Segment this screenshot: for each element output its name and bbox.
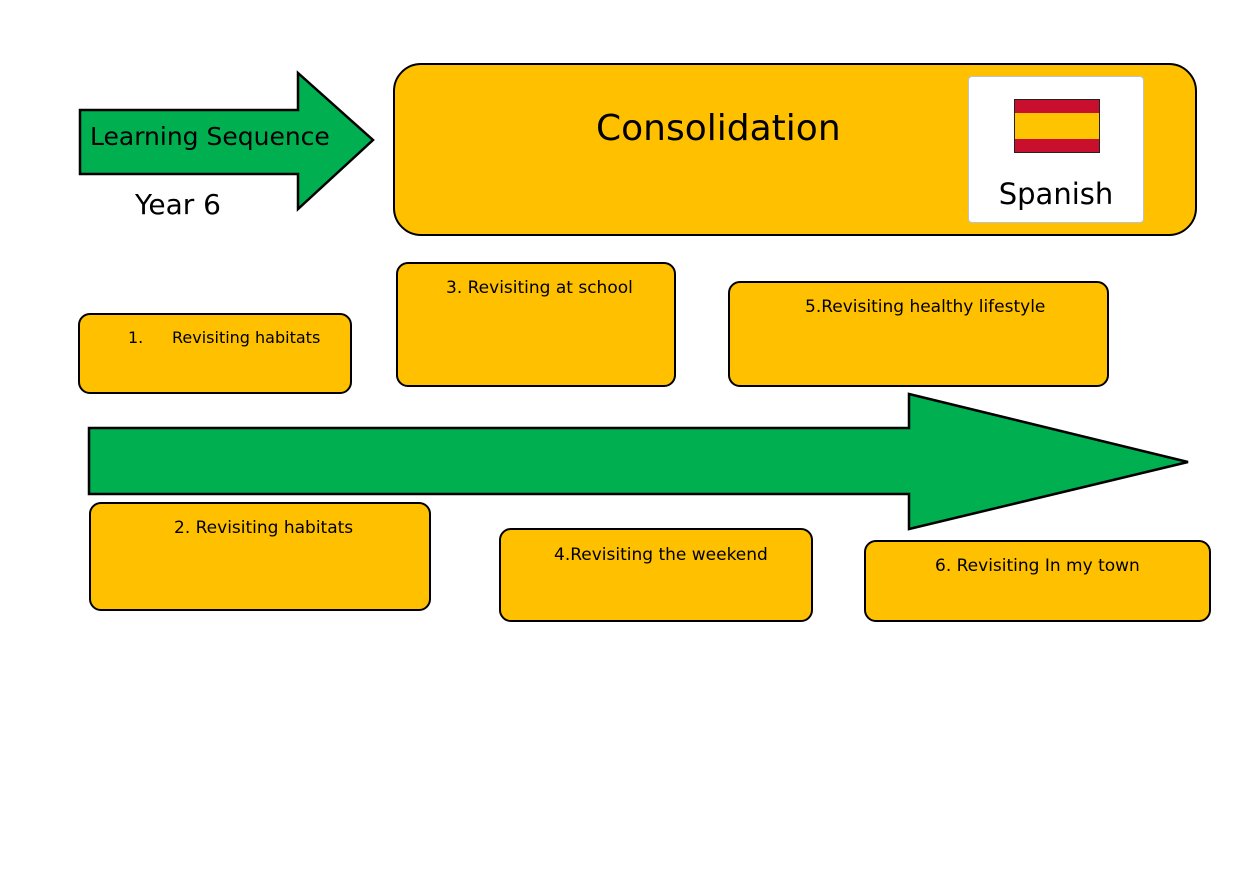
page-title: Consolidation (596, 108, 841, 149)
learning-sequence-label: Learning Sequence (90, 122, 330, 151)
lesson-1-number: 1. (128, 328, 144, 347)
spain-flag-icon (1014, 99, 1100, 153)
learning-sequence-arrow (78, 70, 375, 212)
lesson-box-1 (78, 313, 352, 394)
year-label: Year 6 (135, 188, 221, 221)
lesson-5-label: 5.Revisiting healthy lifestyle (805, 297, 1046, 317)
lesson-box-5 (728, 281, 1109, 387)
lesson-6-label: 6. Revisiting In my town (935, 556, 1140, 576)
lesson-box-2 (89, 502, 431, 611)
lesson-2-label: 2. Revisiting habitats (174, 518, 354, 538)
subject-card: Spanish (968, 76, 1144, 223)
timeline-arrow (87, 392, 1189, 531)
lesson-box-4 (499, 528, 813, 622)
lesson-box-6 (864, 540, 1211, 622)
lesson-3-label: 3. Revisiting at school (446, 278, 633, 298)
lesson-box-3 (396, 262, 676, 387)
lesson-1-label: Revisiting habitats (172, 328, 321, 347)
lesson-4-label: 4.Revisiting the weekend (554, 545, 768, 565)
subject-label: Spanish (998, 177, 1114, 211)
